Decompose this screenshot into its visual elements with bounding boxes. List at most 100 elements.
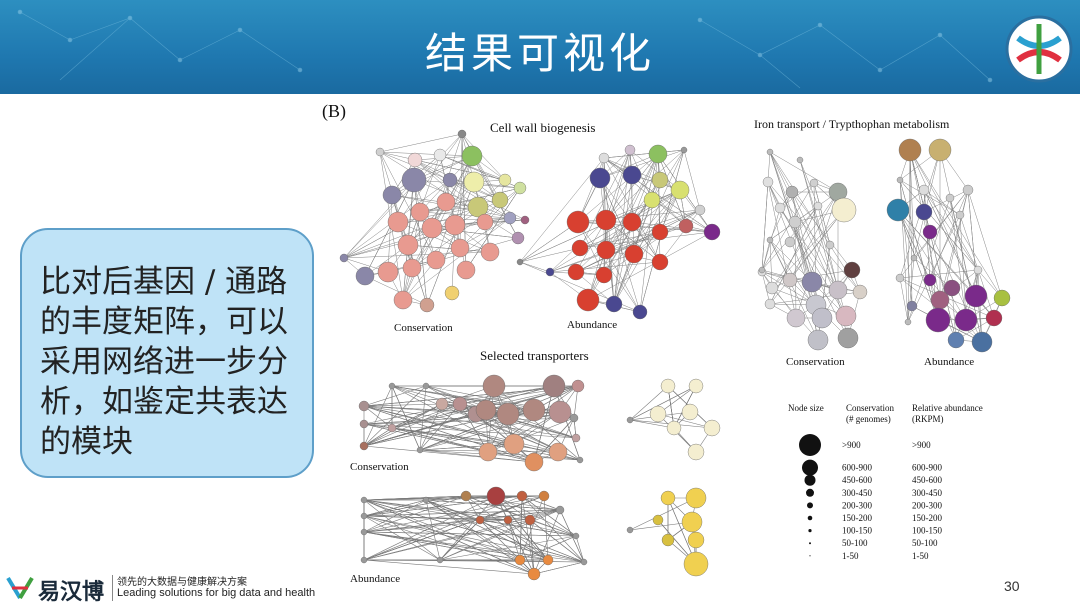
cell-wall-conservation-node bbox=[520, 215, 530, 225]
cell-wall-abundance-edge bbox=[651, 149, 685, 201]
transporters-abundance-network bbox=[360, 486, 709, 581]
cell-wall-conservation-node bbox=[421, 217, 443, 239]
iron-conservation-node bbox=[828, 280, 848, 300]
transporters-pot-abundance-node bbox=[652, 514, 664, 526]
iron-conservation-edge bbox=[767, 181, 797, 319]
transporters-abundance-edge bbox=[543, 495, 549, 561]
cell-wall-abundance-edge bbox=[613, 221, 633, 305]
iron-abundance-node bbox=[955, 210, 965, 220]
cell-wall-abundance-node bbox=[566, 210, 590, 234]
iron-abundance-edge bbox=[899, 179, 961, 216]
cell-wall-conservation-edge bbox=[364, 259, 437, 277]
cell-wall-abundance-network bbox=[516, 144, 721, 320]
transporters-conservation-edge bbox=[363, 403, 443, 407]
iron-conservation-node bbox=[764, 298, 776, 310]
iron-conservation-node bbox=[766, 148, 774, 156]
network-figure: (B) Cell wall biogenesis Conservation Ab… bbox=[322, 101, 1011, 585]
transporters-conservation-node bbox=[571, 379, 585, 393]
transporters-abundance-edge bbox=[439, 509, 561, 561]
transporters-abundance-edge bbox=[425, 495, 467, 501]
transporters-pot-conservation-edge bbox=[657, 413, 713, 429]
iron-left-label: Conservation bbox=[786, 356, 845, 368]
callout-line: 析，如鉴定共表达 bbox=[40, 384, 288, 420]
transporters-abundance-node bbox=[516, 490, 528, 502]
iron-abundance-edge bbox=[923, 189, 979, 271]
transporters-abundance-edge bbox=[363, 499, 427, 517]
transporters-abundance-edge bbox=[521, 495, 535, 575]
iron-abundance-node bbox=[922, 224, 938, 240]
cell-wall-conservation-edge bbox=[431, 155, 473, 229]
cell-wall-conservation-edge bbox=[461, 133, 506, 181]
iron-conservation-node bbox=[811, 307, 833, 329]
cell-wall-conservation-node bbox=[503, 211, 517, 225]
cell-wall-abundance-edge bbox=[549, 221, 633, 273]
iron-abundance-edge bbox=[967, 189, 983, 343]
transporters-abundance-node bbox=[572, 532, 580, 540]
iron-conservation-edge bbox=[761, 271, 797, 319]
transporters-pot-conservation-edge bbox=[629, 385, 697, 421]
transporters-abundance-edge bbox=[363, 499, 535, 575]
transporters-abundance-edge bbox=[519, 495, 545, 561]
legend-abundance-value: 600-900 bbox=[912, 463, 942, 473]
cell-wall-conservation-node bbox=[457, 129, 467, 139]
legend-size-dot bbox=[807, 502, 813, 509]
iron-conservation-edge bbox=[791, 191, 853, 271]
transporters-abundance-edge bbox=[519, 535, 577, 561]
cell-wall-abundance-edge bbox=[603, 149, 685, 159]
cell-wall-conservation-edge bbox=[402, 211, 421, 301]
cell-wall-abundance-node bbox=[595, 266, 613, 284]
iron-abundance-edge bbox=[909, 149, 915, 259]
transporters-abundance-edge bbox=[439, 495, 497, 561]
iron-abundance-edge bbox=[939, 189, 969, 301]
iron-abundance-edge bbox=[909, 149, 913, 307]
cell-wall-abundance-edge bbox=[603, 189, 681, 276]
transporters-pot-conservation-node bbox=[649, 405, 667, 423]
cell-wall-abundance-edge bbox=[575, 209, 701, 273]
iron-conservation-edge bbox=[771, 191, 839, 289]
transporters-abundance-edge bbox=[363, 509, 561, 517]
transporters-abundance-edge bbox=[439, 535, 577, 561]
transporters-abundance-edge bbox=[425, 499, 481, 521]
cell-wall-conservation-edge bbox=[379, 133, 463, 153]
cell-wall-conservation-edge bbox=[343, 251, 491, 259]
transporters-abundance-edge bbox=[425, 499, 521, 561]
iron-abundance-node bbox=[943, 279, 961, 297]
legend-abundance-value: 150-200 bbox=[912, 513, 942, 523]
cell-wall-conservation-node bbox=[355, 266, 375, 286]
cell-wall-conservation-edge bbox=[435, 155, 473, 261]
transporters-pot-abundance-node bbox=[626, 526, 634, 534]
transporters-abundance-edge bbox=[575, 535, 585, 563]
iron-conservation-node bbox=[807, 329, 829, 351]
transporters-conservation-node bbox=[416, 446, 424, 454]
transporters-abundance-edge bbox=[479, 509, 561, 521]
cell-wall-conservation-edge bbox=[439, 154, 506, 181]
iron-conservation-edge bbox=[769, 151, 839, 193]
cell-wall-conservation-edge bbox=[379, 151, 501, 201]
transporters-abundance-edge bbox=[363, 499, 441, 561]
transporters-abundance-edge bbox=[439, 519, 481, 561]
transporters-abundance-node bbox=[514, 554, 526, 566]
transporters-conservation-edge bbox=[363, 405, 577, 439]
transporters-abundance-node bbox=[524, 514, 536, 526]
cell-wall-abundance-edge bbox=[603, 157, 687, 227]
iron-abundance-node bbox=[906, 300, 918, 312]
cell-wall-conservation-node bbox=[442, 172, 458, 188]
iron-abundance-edge bbox=[967, 189, 1003, 299]
cell-wall-conservation-node bbox=[375, 147, 385, 157]
transporters-conservation-node bbox=[496, 402, 520, 426]
transporters-abundance-edge bbox=[363, 515, 535, 575]
transporters-abundance-edge bbox=[425, 499, 585, 563]
transporters-conservation-edge bbox=[363, 385, 393, 447]
legend-conservation-value: 300-450 bbox=[842, 488, 872, 498]
cell-wall-conservation-edge bbox=[419, 211, 511, 219]
iron-conservation-edge bbox=[761, 182, 815, 271]
transporters-conservation-edge bbox=[363, 405, 559, 453]
iron-conservation-node bbox=[774, 202, 786, 214]
cell-wall-abundance-node bbox=[632, 304, 648, 320]
legend-col3: Relative abundance bbox=[912, 403, 983, 413]
iron-abundance-edge bbox=[929, 279, 983, 343]
transporters-conservation-network bbox=[358, 374, 721, 472]
slide-footer: 易汉博 领先的大数据与健康解决方案 Leading solutions for … bbox=[0, 570, 1080, 608]
cell-wall-conservation-node bbox=[444, 214, 466, 236]
transporters-pot-conservation-node bbox=[681, 403, 699, 421]
